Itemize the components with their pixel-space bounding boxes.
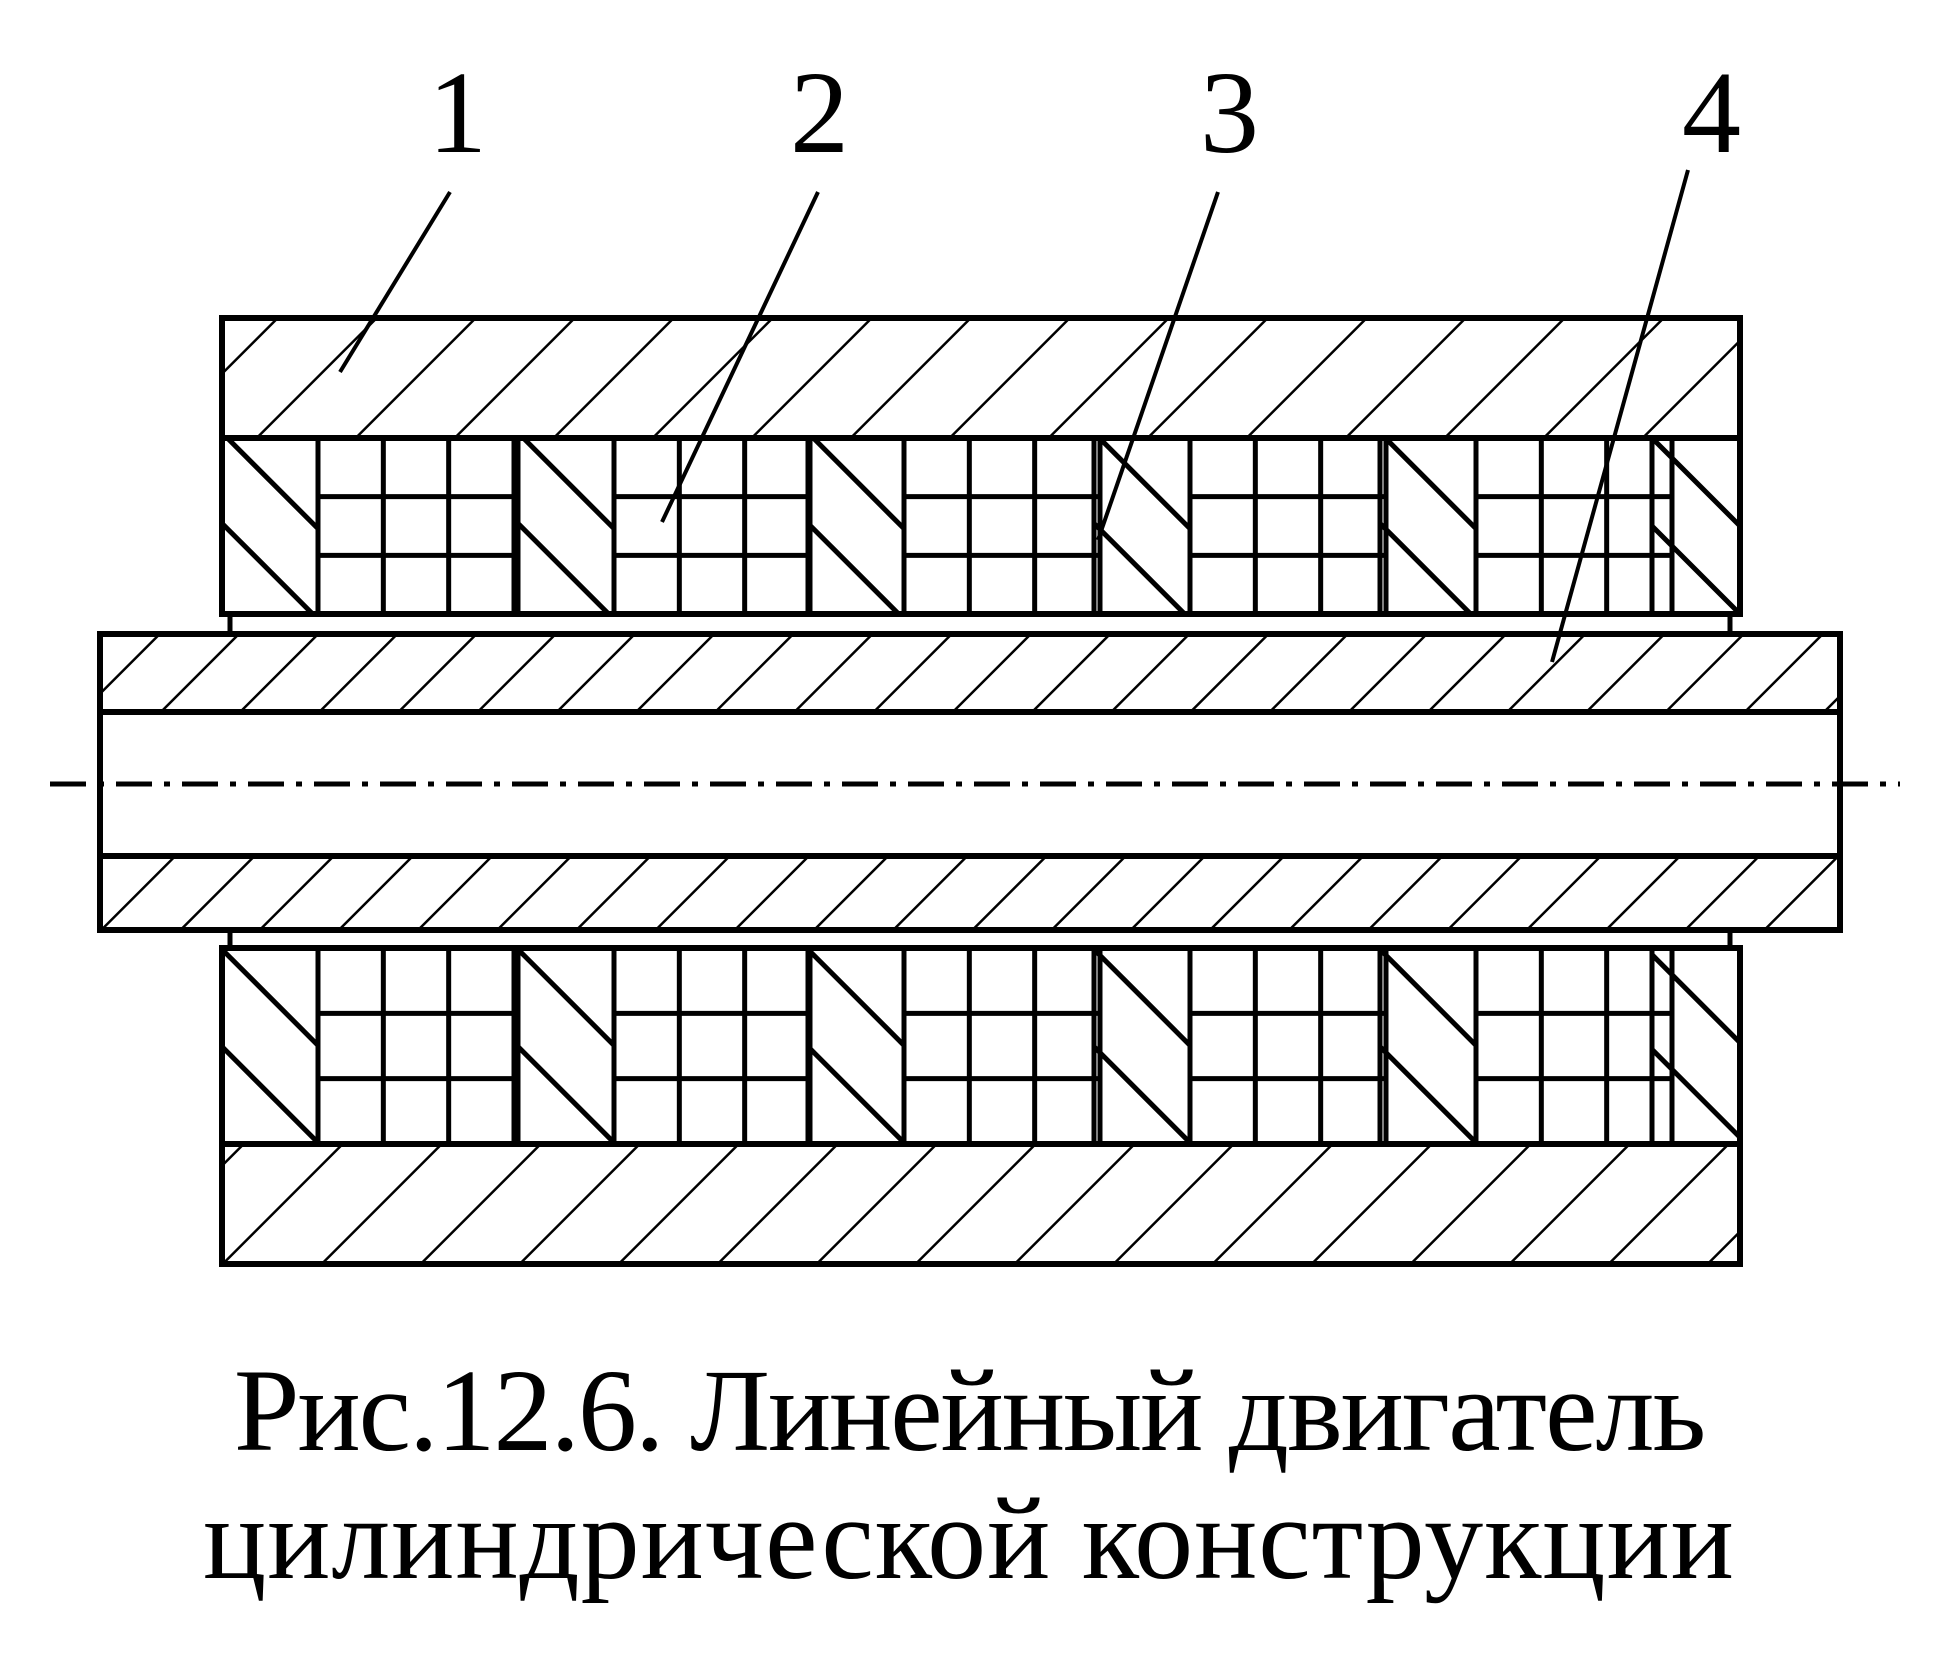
winding-row-bottom (219, 945, 1743, 1147)
bottom-coil-1 (611, 948, 813, 1144)
leader-lines (338, 169, 1690, 663)
label-4: 4 (1682, 47, 1741, 178)
top-tooth-2 (805, 436, 907, 616)
bottom-coil-2 (901, 948, 1103, 1144)
leader-line-1 (338, 190, 452, 374)
top-tooth-hatch-line (1650, 524, 1742, 616)
bottom-coil-3 (1187, 948, 1389, 1144)
top-tooth-hatch-line (225, 436, 320, 531)
outer-yoke-top (219, 315, 1743, 441)
top-tooth-3 (1091, 436, 1193, 616)
bottom-coil-0 (315, 948, 517, 1144)
top-tooth-hatch-line (1383, 436, 1478, 531)
label-2: 2 (790, 47, 849, 178)
bottom-tooth-hatch-line (806, 1044, 906, 1145)
top-coil-1 (611, 438, 813, 614)
top-coil-0 (315, 438, 517, 614)
label-3: 3 (1200, 47, 1259, 178)
bottom-tooth-hatch-line (220, 947, 320, 1048)
top-tooth-hatch-line (1650, 436, 1742, 528)
top-tooth-hatch-line (1092, 521, 1187, 616)
top-tooth-hatch-line (220, 521, 315, 616)
top-coil-3 (1187, 438, 1389, 614)
top-tooth-1 (515, 436, 617, 616)
leader-line-2 (660, 191, 820, 523)
top-tooth-hatch-line (806, 521, 901, 616)
top-tooth-4 (1377, 436, 1479, 616)
bottom-tooth-5 (1649, 948, 1743, 1144)
figure-caption-line-2: цилиндрической конструкции (203, 1473, 1735, 1604)
bottom-tooth-hatch-line (1092, 1044, 1192, 1145)
top-tooth-hatch-line (1378, 521, 1473, 616)
bottom-tooth-hatch-line (220, 1044, 320, 1145)
figure-caption-line-1: Рис.12.6. Линейный двигатель (233, 1345, 1706, 1476)
top-tooth-0 (219, 436, 321, 616)
bottom-tooth-hatch-line (1092, 947, 1192, 1048)
winding-row-top (219, 435, 1743, 617)
bottom-tooth-hatch-line (806, 947, 906, 1048)
bottom-tooth-1 (515, 947, 617, 1145)
bottom-tooth-3 (1091, 947, 1193, 1145)
top-tooth-hatch-line (516, 521, 611, 616)
top-tooth-hatch-line (811, 436, 906, 531)
top-tooth-hatch-line (521, 436, 616, 531)
bottom-tooth-4 (1377, 947, 1479, 1145)
bottom-tooth-hatch-line (1650, 952, 1742, 1045)
bottom-tooth-hatch-line (1650, 1047, 1742, 1140)
bottom-tooth-hatch-line (516, 947, 616, 1048)
bottom-tooth-0 (219, 947, 321, 1145)
top-coil-4 (1473, 438, 1675, 614)
bottom-tooth-hatch-line (1378, 947, 1478, 1048)
bottom-coil-4 (1473, 948, 1675, 1144)
leader-line-4 (1550, 169, 1690, 663)
bottom-tooth-hatch-line (1378, 1044, 1478, 1145)
top-tooth-5 (1649, 436, 1743, 616)
leader-line-3 (1096, 191, 1220, 541)
bottom-tooth-2 (805, 947, 907, 1145)
label-1: 1 (428, 47, 487, 178)
bottom-tooth-hatch-line (516, 1044, 616, 1145)
outer-yoke-bottom (219, 1141, 1743, 1267)
top-tooth-hatch-line (1097, 436, 1192, 531)
top-coil-2 (901, 438, 1103, 614)
